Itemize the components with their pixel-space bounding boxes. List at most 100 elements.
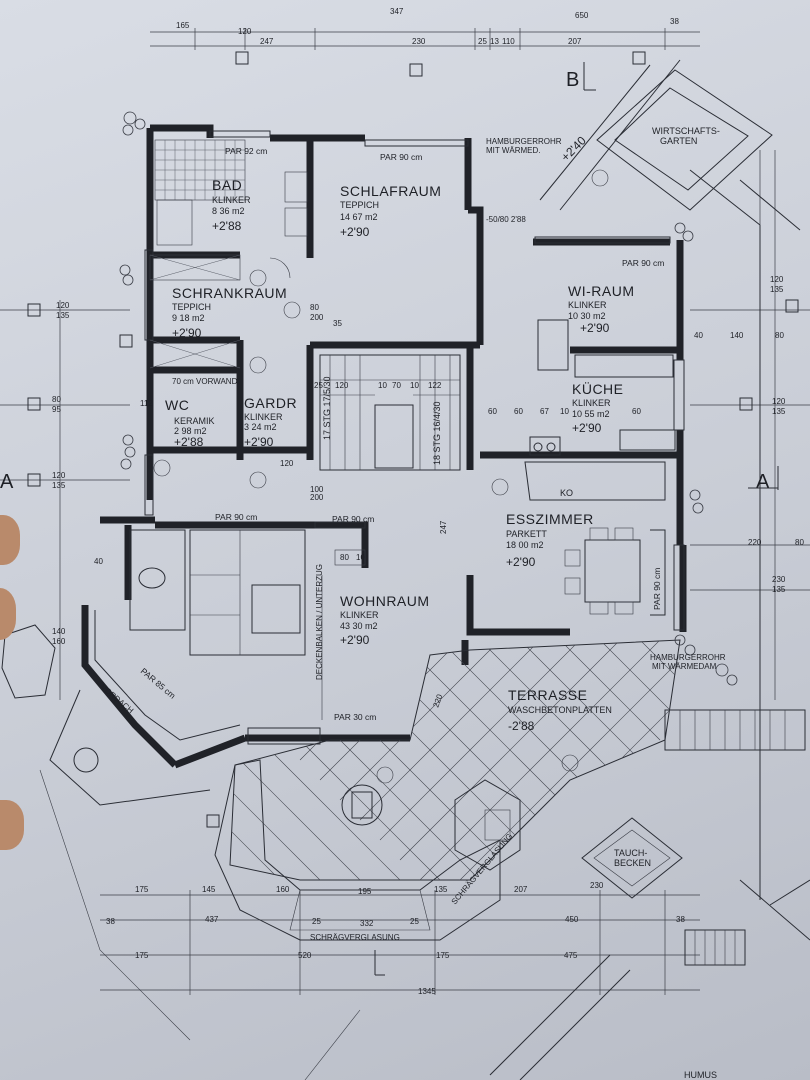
schlafraum-area: 14 67 m2 <box>340 212 378 222</box>
dim-left-80: 80 <box>52 395 61 404</box>
dim-top-650: 650 <box>575 11 589 20</box>
esszimmer-level: +2'90 <box>506 555 536 569</box>
dim-bottom2-25b: 25 <box>410 917 419 926</box>
dim-top2-110: 110 <box>502 37 515 46</box>
dim-bottom2-332: 332 <box>360 919 374 928</box>
dim-left-95: 95 <box>52 405 61 414</box>
dim-misc-112: 112 <box>140 399 153 408</box>
esszimmer-floor: PARKETT <box>506 529 547 539</box>
esszimmer-title: ESSZIMMER <box>506 511 594 527</box>
dim-stairs-120: 120 <box>335 381 349 390</box>
staircase: 17 STG 17/5/30 18 STG 16/4/30 <box>319 354 461 471</box>
kueche-ko-label: KO <box>560 488 573 498</box>
wirtschaftsgarten-label-1: WIRTSCHAFTS- <box>652 126 720 136</box>
dim-left-135b: 135 <box>52 481 66 490</box>
dim-bottom1-135: 135 <box>434 885 448 894</box>
dim-right-230: 230 <box>772 575 786 584</box>
wirtschaftsraum-title: WI-RAUM <box>568 283 635 299</box>
bad-par-label: PAR 92 cm <box>225 146 267 156</box>
wirtschaftsgarten-label-2: GARTEN <box>660 136 697 146</box>
section-marker-a-left: A <box>0 471 14 493</box>
dim-bottom3-175: 175 <box>135 951 149 960</box>
dimension-lines <box>0 28 810 995</box>
dim-left-135: 135 <box>56 311 70 320</box>
wohnraum-par-2: PAR 90 cm <box>332 514 374 524</box>
hamburger-bottom-1: HAMBURGERROHR <box>650 653 726 662</box>
shrubs <box>119 111 738 686</box>
level-top: +2'40 <box>558 133 589 164</box>
schrankraum-floor: TEPPICH <box>172 302 211 312</box>
wohnraum-par-3: PAR 30 cm <box>334 712 376 722</box>
dim-bottom3-175b: 175 <box>436 951 450 960</box>
dim-kitchen-60b: 60 <box>514 407 523 416</box>
wirtschaftsgarten-diamond <box>596 69 773 211</box>
dim-kitchen-60c: 60 <box>632 407 641 416</box>
dim-misc-220: 220 <box>431 693 444 709</box>
dim-right-135: 135 <box>770 285 784 294</box>
dim-right-40: 40 <box>694 331 703 340</box>
kueche-floor: KLINKER <box>572 398 611 408</box>
dim-top2-13: 13 <box>490 37 499 46</box>
dim-bottom1-160: 160 <box>276 885 290 894</box>
dim-kitchen-10: 10 <box>560 407 569 416</box>
dim-left-120: 120 <box>56 301 70 310</box>
schlafraum-floor: TEPPICH <box>340 200 379 210</box>
bad-area: 8 36 m2 <box>212 206 245 216</box>
bad-level: +2'88 <box>212 219 242 233</box>
dim-bottom3-475: 475 <box>564 951 578 960</box>
stairs-label-1: 17 STG 17/5/30 <box>322 376 332 440</box>
dim-bottom2-450: 450 <box>565 915 579 924</box>
wc-title: WC <box>165 397 189 413</box>
dim-bottom1-230: 230 <box>590 881 604 890</box>
deckenbalken-label: DECKENBALKEN / UNTERZUG <box>315 564 324 680</box>
dim-left-120b: 120 <box>52 471 66 480</box>
left-bay <box>1 610 241 1041</box>
dim-bottom2-38: 38 <box>106 917 115 926</box>
dim-misc-10: 10 <box>356 553 365 562</box>
dim-kitchen-60: 60 <box>488 407 497 416</box>
wohnraum-par-1: PAR 90 cm <box>215 512 257 522</box>
garderobe-level: +2'90 <box>244 435 274 449</box>
garderobe-area: 3 24 m2 <box>244 422 277 432</box>
dim-top2-247: 247 <box>260 37 274 46</box>
garderobe-title: GARDR <box>244 395 297 411</box>
section-marker-b: B <box>566 69 579 91</box>
esszimmer-par-label: PAR 90 cm <box>652 568 662 610</box>
dim-top-165: 165 <box>176 21 190 30</box>
dim-stairs-122: 122 <box>428 381 442 390</box>
dim-misc-200b: 200 <box>310 313 324 322</box>
room-labels: PAR 92 cm BAD KLINKER 8 36 m2 +2'88 PAR … <box>139 146 665 733</box>
dim-bottom-total: 1345 <box>418 987 436 996</box>
dim-right-120: 120 <box>770 275 784 284</box>
bad-floor: KLINKER <box>212 195 251 205</box>
hamburger-top-2: MIT WÄRMED. <box>486 146 541 155</box>
finger-top <box>0 515 20 565</box>
door-swings <box>153 169 609 784</box>
dim-stairs-10b: 10 <box>410 381 419 390</box>
kitchen-fittings: KO <box>524 319 676 501</box>
humus-label: HUMUS <box>684 1070 717 1080</box>
wirtschaftsraum-level: +2'90 <box>580 321 610 335</box>
terrasse-title: TERRASSE <box>508 687 587 703</box>
dim-right-80b: 80 <box>795 538 804 547</box>
dim-misc-100: 100 <box>310 485 324 494</box>
wohnraum-floor: KLINKER <box>340 610 379 620</box>
dim-bottom3-520: 520 <box>298 951 312 960</box>
dim-right-80: 80 <box>775 331 784 340</box>
schrankraum-area: 9 18 m2 <box>172 313 205 323</box>
schraegverglasung-bottom: SCHRÄGVERGLASUNG <box>310 933 400 942</box>
dim-top-38: 38 <box>670 17 679 26</box>
dim-misc-80: 80 <box>310 303 319 312</box>
bottom-diagonal <box>304 950 631 1080</box>
dim-left-40: 40 <box>94 557 103 566</box>
level-step: -50/80 2'88 <box>486 215 526 224</box>
wc-floor: KERAMIK <box>174 416 215 426</box>
finger-bottom <box>0 800 24 850</box>
dim-bottom2-437: 437 <box>205 915 219 924</box>
schlafraum-title: SCHLAFRAUM <box>340 183 441 199</box>
kueche-level: +2'90 <box>572 421 602 435</box>
dim-kitchen-67: 67 <box>540 407 549 416</box>
wirtschaftsraum-floor: KLINKER <box>568 300 607 310</box>
